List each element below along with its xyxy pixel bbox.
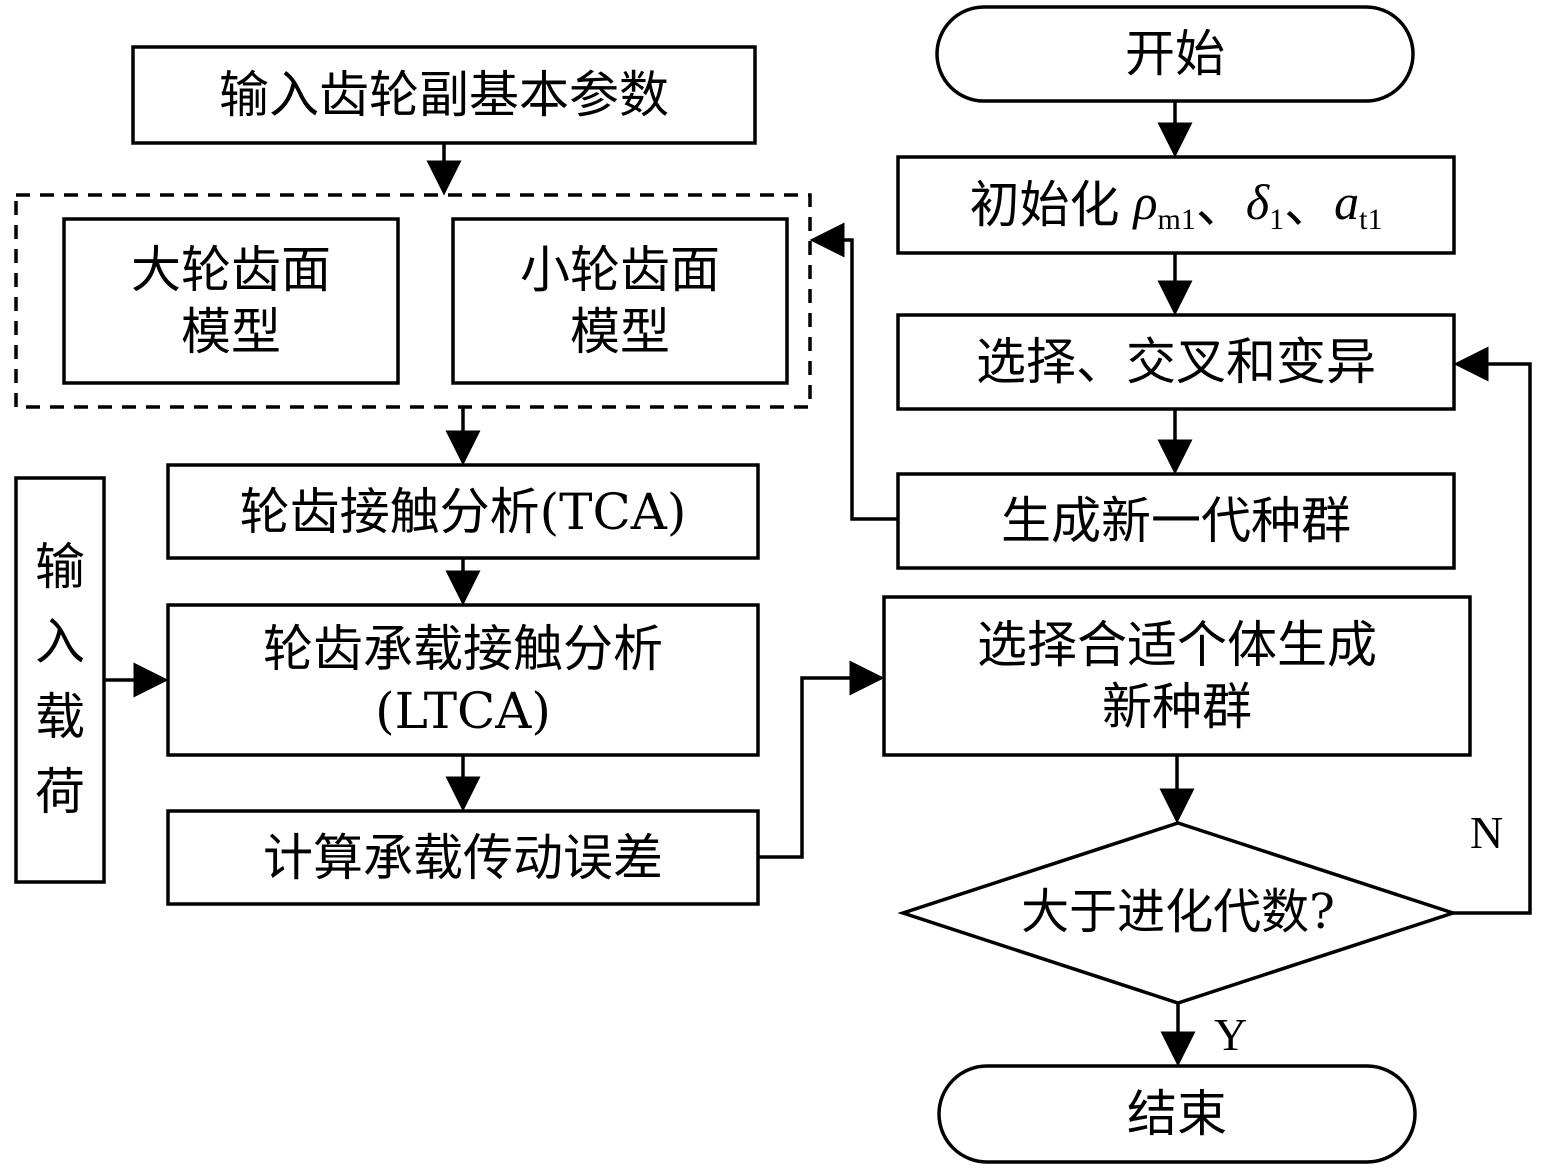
input-load-char-1: 输 xyxy=(35,538,85,596)
init-sep-1: 、 xyxy=(1195,176,1246,234)
ltca-line1: 轮齿承载接触分析 xyxy=(263,619,663,678)
calc-error-label: 计算承载传动误差 xyxy=(263,828,663,887)
init-delta: δ1 xyxy=(1246,172,1284,238)
init-prefix: 初始化 xyxy=(969,176,1120,234)
decision-yes-label: Y xyxy=(1214,1009,1248,1060)
init-a-symbol: a xyxy=(1334,174,1360,230)
arrow-decision-no-loop xyxy=(1453,346,1532,915)
gear-model-box xyxy=(62,217,400,385)
init-a: at1 xyxy=(1334,172,1382,238)
pinion-model-line2: 模型 xyxy=(570,303,670,361)
end-label: 结束 xyxy=(1127,1085,1227,1143)
select-individuals-line1: 选择合适个体生成 xyxy=(977,615,1377,674)
input-load-char-2: 入 xyxy=(35,613,85,671)
pinion-model-line1: 小轮齿面 xyxy=(520,240,720,299)
init-delta-sub: 1 xyxy=(1269,203,1285,236)
new-generation-label: 生成新一代种群 xyxy=(1001,492,1351,550)
tca-label: 轮齿接触分析(TCA) xyxy=(239,482,687,541)
select-individuals-line2: 新种群 xyxy=(1102,678,1252,736)
decision-no-label: N xyxy=(1470,807,1504,858)
input-params-label: 输入齿轮副基本参数 xyxy=(219,66,669,124)
gear-model-line2: 模型 xyxy=(181,303,281,361)
init-rho: ρm1 xyxy=(1134,172,1196,238)
select-cross-mutate-label: 选择、交叉和变异 xyxy=(976,333,1376,391)
input-load-char-4: 荷 xyxy=(35,763,85,821)
input-load-label: 输 入 载 荷 xyxy=(16,478,104,882)
arrow-error-to-select xyxy=(758,660,885,859)
start-label: 开始 xyxy=(1125,25,1225,83)
gear-model-line1: 大轮齿面 xyxy=(131,240,331,299)
gear-model-label: 大轮齿面 模型 xyxy=(64,219,398,383)
ltca-line2: (LTCA) xyxy=(375,682,551,740)
select-individuals-label: 选择合适个体生成 新种群 xyxy=(884,597,1470,755)
init-rho-symbol: ρ xyxy=(1133,174,1158,230)
init-label: 初始化 ρm1 、 δ1 、 at1 xyxy=(898,157,1454,253)
init-a-sub: t1 xyxy=(1359,203,1383,236)
ltca-label: 轮齿承载接触分析 (LTCA) xyxy=(168,605,758,755)
pinion-model-label: 小轮齿面 模型 xyxy=(453,219,787,383)
init-sep-2: 、 xyxy=(1284,176,1335,234)
init-rho-sub: m1 xyxy=(1157,203,1196,236)
arrow-generation-to-models xyxy=(809,222,898,521)
decision-label: 大于进化代数? xyxy=(1021,884,1335,941)
init-delta-symbol: δ xyxy=(1245,174,1270,230)
input-load-char-3: 载 xyxy=(35,688,85,746)
pinion-model-box xyxy=(451,217,789,385)
model-group-dashed xyxy=(14,193,812,409)
